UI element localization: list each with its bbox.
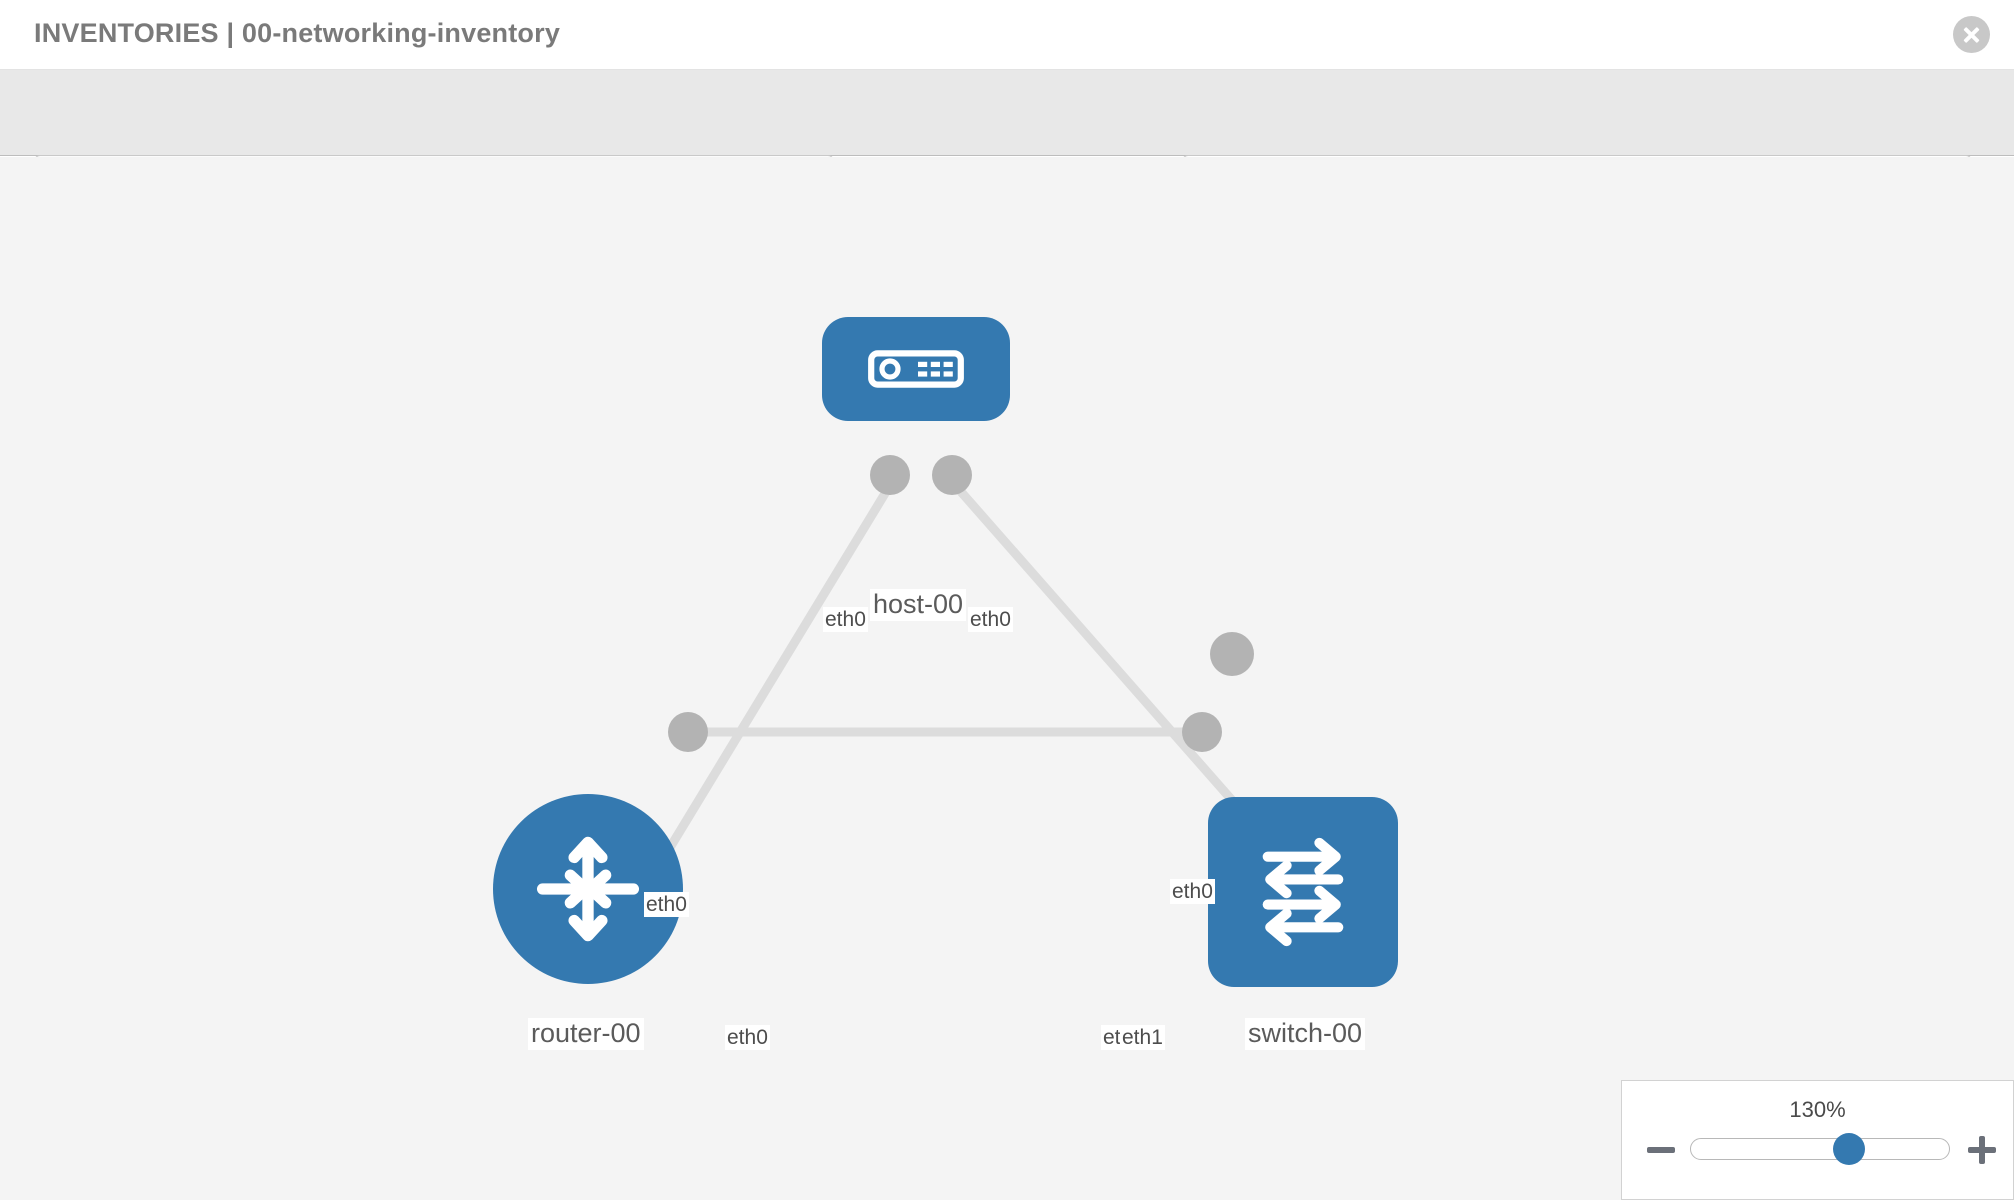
plus-icon[interactable]: [1965, 1133, 1999, 1167]
switch-icon: [1262, 837, 1344, 947]
zoom-control-panel: 130%: [1621, 1080, 2014, 1200]
zoom-level-value: 130%: [1789, 1097, 1846, 1122]
node-router-00[interactable]: [493, 794, 683, 984]
interface-label-router-east: eth0: [725, 1025, 770, 1051]
interface-label-host-right: eth0: [968, 607, 1013, 633]
connector-switch-north[interactable]: [1210, 632, 1254, 676]
node-label-host-00: host-00: [870, 589, 967, 621]
close-icon[interactable]: [1953, 16, 1990, 53]
connector-host-left[interactable]: [870, 455, 910, 495]
page-header: INVENTORIES | 00-networking-inventory: [0, 0, 2014, 70]
node-label-router-00: router-00: [528, 1018, 644, 1050]
zoom-slider[interactable]: [1690, 1133, 1950, 1165]
connector-switch-west[interactable]: [1182, 712, 1222, 752]
router-icon: [536, 836, 640, 942]
link-host-router[interactable]: [636, 474, 899, 900]
minus-icon[interactable]: [1644, 1133, 1678, 1167]
node-switch-00[interactable]: [1208, 797, 1398, 987]
zoom-slider-thumb[interactable]: [1833, 1133, 1865, 1165]
connector-host-right[interactable]: [932, 455, 972, 495]
topology-links-layer: [636, 455, 1254, 900]
topology-canvas[interactable]: host-00 router-00 switch-00 eth0 eth0 et…: [0, 157, 2014, 1200]
connector-router-east[interactable]: [668, 712, 708, 752]
link-host-switch[interactable]: [944, 474, 1242, 810]
interface-label-host-left: eth0: [823, 607, 868, 633]
toolbar: ACTIONS SEARCH: [0, 70, 2014, 211]
interface-label-switch-north: eth0: [1170, 879, 1215, 905]
interface-label-router-north: eth0: [644, 892, 689, 918]
interface-label-switch-west: eth1: [1120, 1025, 1165, 1051]
node-label-switch-00: switch-00: [1245, 1018, 1366, 1050]
server-icon: [868, 350, 964, 388]
page-title: INVENTORIES | 00-networking-inventory: [34, 18, 561, 48]
node-host-00[interactable]: [822, 317, 1010, 421]
